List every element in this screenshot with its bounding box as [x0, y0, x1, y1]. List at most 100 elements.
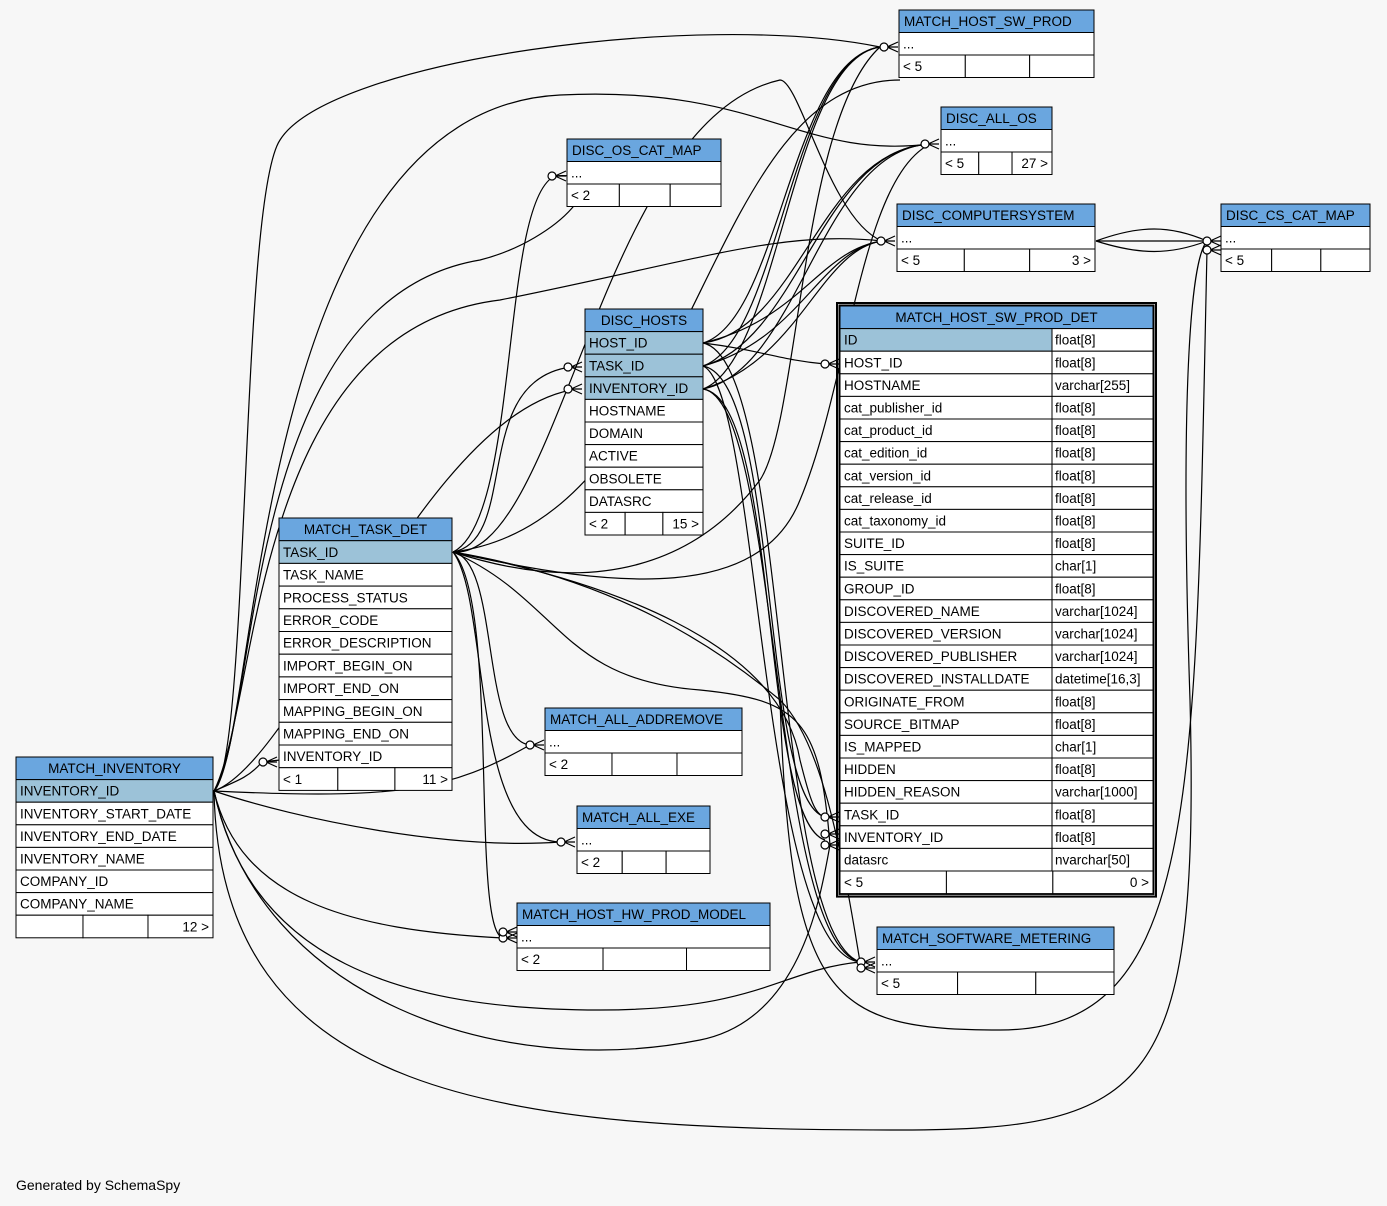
table-title: DISC_ALL_OS	[946, 111, 1037, 126]
column-type: float[8]	[1055, 491, 1096, 506]
column-name: ...	[881, 954, 892, 969]
parents-count[interactable]: < 2	[571, 188, 590, 203]
parents-count[interactable]: < 2	[521, 952, 540, 967]
table-match-all-exe[interactable]: MATCH_ALL_EXE...< 2	[576, 805, 711, 874]
children-count[interactable]: 27 >	[1021, 156, 1048, 171]
column-name: MAPPING_BEGIN_ON	[283, 704, 423, 719]
relationship-line	[213, 790, 561, 844]
parents-count[interactable]: < 5	[903, 59, 922, 74]
crows-foot-marker	[820, 811, 840, 823]
relationship-line	[452, 551, 826, 818]
table-title: MATCH_HOST_HW_PROD_MODEL	[522, 907, 747, 922]
column-type: float[8]	[1055, 355, 1096, 370]
collapsed-columns: ...	[876, 949, 1115, 973]
table-match-inventory[interactable]: MATCH_INVENTORYINVENTORY_IDINVENTORY_STA…	[15, 756, 214, 939]
column-name: IS_MAPPED	[844, 740, 922, 755]
children-count[interactable]: 12 >	[182, 919, 209, 934]
column-name: cat_version_id	[844, 468, 931, 483]
children-count[interactable]: 15 >	[672, 517, 699, 532]
table-match-all-addremove[interactable]: MATCH_ALL_ADDREMOVE... < 2	[544, 707, 743, 776]
column-row: SUITE_ID float[8]	[839, 531, 1154, 556]
crows-foot-marker	[525, 739, 545, 751]
column-name: PROCESS_STATUS	[283, 590, 408, 605]
column-name: TASK_ID	[589, 358, 645, 373]
parents-count[interactable]: < 5	[1225, 253, 1244, 268]
collapsed-columns: ...	[516, 925, 771, 949]
crows-foot-marker	[556, 836, 576, 848]
table-disc-os-cat-map[interactable]: DISC_OS_CAT_MAP...< 2	[566, 138, 722, 207]
crows-foot-marker	[920, 138, 940, 150]
table-match-task-det[interactable]: MATCH_TASK_DETTASK_IDTASK_NAMEPROCESS_ST…	[278, 517, 453, 791]
column-name: ...	[903, 37, 914, 52]
column-name: ...	[549, 735, 560, 750]
table-title: MATCH_ALL_ADDREMOVE	[550, 712, 723, 727]
table-disc-cs-cat-map[interactable]: DISC_CS_CAT_MAP...< 5	[1220, 203, 1371, 272]
column-type: float[8]	[1055, 333, 1096, 348]
parents-count[interactable]: < 5	[844, 875, 863, 890]
column-row: HOST_ID float[8]	[839, 350, 1154, 375]
column-row: HOST_ID	[584, 331, 704, 355]
crows-foot-marker	[1202, 235, 1222, 247]
table-match-host-sw-prod[interactable]: MATCH_HOST_SW_PROD...< 5	[898, 9, 1095, 78]
column-row: TASK_NAME	[278, 562, 453, 587]
relationship-line	[702, 365, 861, 963]
column-row: ERROR_CODE	[278, 608, 453, 632]
focus-table-inner-frame	[838, 304, 1155, 896]
column-type: float[8]	[1055, 581, 1096, 596]
column-type: float[8]	[1055, 536, 1096, 551]
parents-count[interactable]: < 2	[549, 757, 568, 772]
crows-foot-marker	[258, 756, 278, 768]
crows-foot-marker	[856, 962, 876, 974]
collapsed-columns: ...	[566, 161, 722, 185]
column-row: ERROR_DESCRIPTION	[278, 631, 453, 655]
parents-count[interactable]: < 1	[283, 772, 302, 787]
table-footer: < 5	[876, 971, 1115, 995]
column-name: TASK_NAME	[283, 568, 364, 583]
table-footer: < 5 3 >	[896, 248, 1096, 272]
parents-count[interactable]: < 5	[945, 156, 964, 171]
table-footer: < 2	[576, 850, 711, 874]
collapsed-columns: ...	[576, 828, 711, 852]
column-name: INVENTORY_ID	[844, 830, 944, 845]
column-name: HOST_ID	[844, 355, 903, 370]
children-count[interactable]: 3 >	[1072, 253, 1091, 268]
parents-count[interactable]: < 2	[581, 855, 600, 870]
relationship-line	[213, 790, 861, 1011]
children-count[interactable]: 0 >	[1130, 875, 1149, 890]
crows-foot-marker	[547, 170, 567, 182]
table-disc-hosts[interactable]: DISC_HOSTSHOST_IDTASK_IDINVENTORY_IDHOST…	[584, 308, 704, 536]
column-row: PROCESS_STATUS	[278, 585, 453, 610]
table-footer: < 2	[566, 183, 722, 207]
table-match-software-metering[interactable]: MATCH_SOFTWARE_METERING...< 5	[876, 926, 1115, 995]
column-name: cat_taxonomy_id	[844, 514, 946, 529]
column-row: COMPANY_ID	[15, 869, 214, 894]
column-name: COMPANY_NAME	[20, 897, 134, 912]
column-name: cat_edition_id	[844, 446, 927, 461]
relationship-line	[702, 46, 881, 344]
relationship-line	[702, 365, 826, 818]
column-type: varchar[1024]	[1055, 604, 1138, 619]
relationship-line	[779, 249, 1208, 1031]
collapsed-columns: ...	[1220, 226, 1371, 250]
column-name: ACTIVE	[589, 449, 638, 464]
parents-count[interactable]: < 5	[901, 253, 920, 268]
relationship-line	[702, 240, 883, 390]
column-name: IMPORT_BEGIN_ON	[283, 658, 413, 673]
table-match-host-hw-prod-model[interactable]: MATCH_HOST_HW_PROD_MODEL... < 2	[516, 902, 771, 971]
parents-count[interactable]: < 5	[881, 976, 900, 991]
children-count[interactable]: 11 >	[422, 772, 448, 787]
column-name: SUITE_ID	[844, 536, 905, 551]
column-name: ...	[571, 166, 582, 181]
parents-count[interactable]: < 2	[589, 517, 608, 532]
